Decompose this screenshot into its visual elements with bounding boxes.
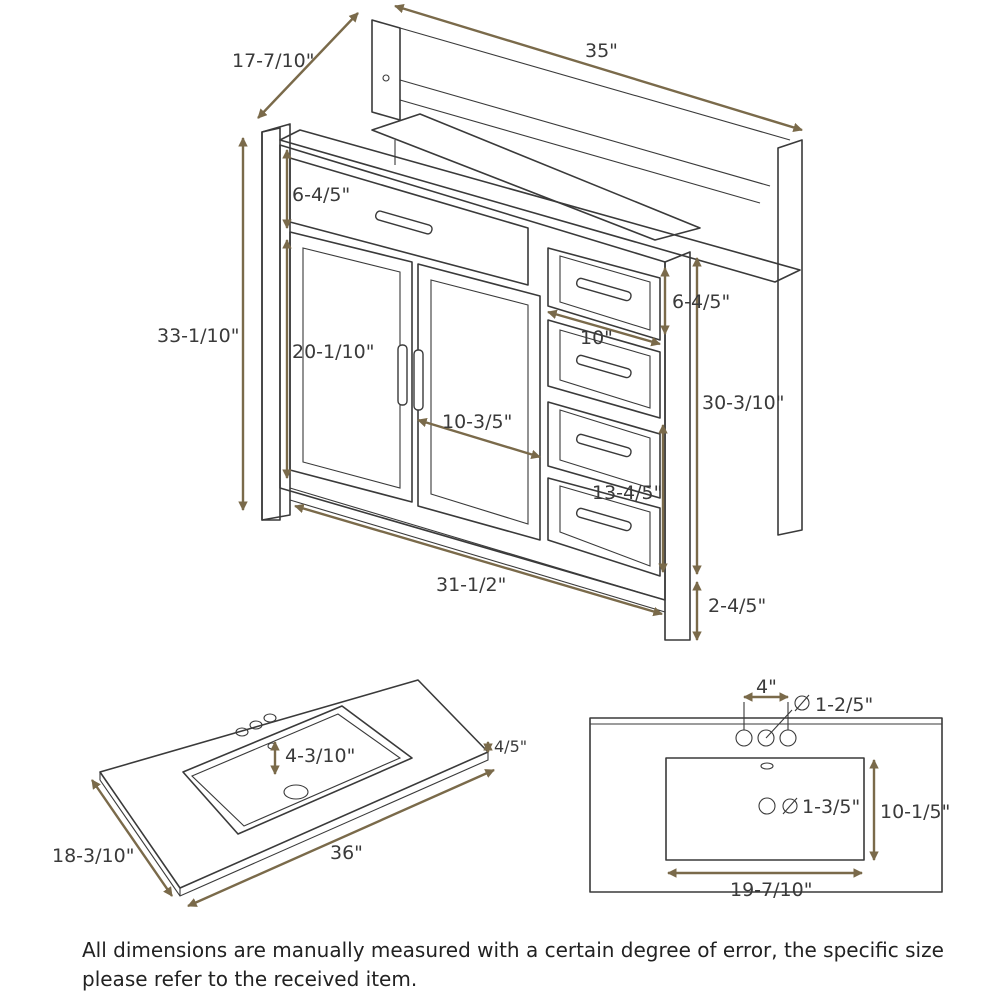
faucet-hole-diameter-label: 1-2/5" xyxy=(815,694,873,716)
left-door-handle xyxy=(397,344,408,406)
vanity-cabinet-drawing xyxy=(261,19,803,641)
right-door-handle xyxy=(413,349,424,411)
vanity-width-label: 35" xyxy=(585,40,618,62)
plan-basin-width-label: 19-7/10" xyxy=(730,879,812,901)
door-width-label: 10-3/5" xyxy=(442,411,512,433)
sink-top-depth-label: 18-3/10" xyxy=(52,845,134,867)
sink-top-3d-drawing xyxy=(99,679,489,897)
door-height-label: 20-1/10" xyxy=(292,341,374,363)
diameter-icon xyxy=(782,797,798,815)
plan-basin-depth-label: 10-1/5" xyxy=(880,801,950,823)
top-drawer-height-label: 6-4/5" xyxy=(292,184,350,206)
base-width-label: 31-1/2" xyxy=(436,574,506,596)
sink-top-thickness-label: 4/5" xyxy=(494,737,527,756)
top-drawer-handle xyxy=(374,210,433,235)
bottom-drawers-height-label: 13-4/5" xyxy=(592,482,662,504)
drain-diameter-label: 1-3/5" xyxy=(802,796,860,818)
right-drawer-height-label: 6-4/5" xyxy=(672,291,730,313)
sink-top-plan-drawing xyxy=(589,694,943,893)
faucet-spacing-label: 4" xyxy=(756,676,777,698)
leg-height-label: 2-4/5" xyxy=(708,595,766,617)
cabinet-height-label: 30-3/10" xyxy=(702,392,784,414)
drawer-width-label: 10" xyxy=(580,327,613,349)
cabinet-dimension-lines xyxy=(238,3,803,641)
sink-top-plan-dimension-lines xyxy=(667,692,879,878)
sink-top-3d-dimension-lines xyxy=(91,741,495,908)
measurement-disclaimer: All dimensions are manually measured wit… xyxy=(82,938,944,991)
sink-top-width-label: 36" xyxy=(330,842,363,864)
sink-basin-depth-label: 4-3/10" xyxy=(285,745,355,767)
drawer-handle-1 xyxy=(575,277,632,302)
vanity-depth-label: 17-7/10" xyxy=(232,50,314,72)
vanity-total-height-label: 33-1/10" xyxy=(157,325,239,347)
diameter-icon xyxy=(794,694,810,712)
drawer-handle-3 xyxy=(575,433,632,458)
drawer-handle-2 xyxy=(575,354,632,379)
drawer-handle-4 xyxy=(575,507,632,532)
